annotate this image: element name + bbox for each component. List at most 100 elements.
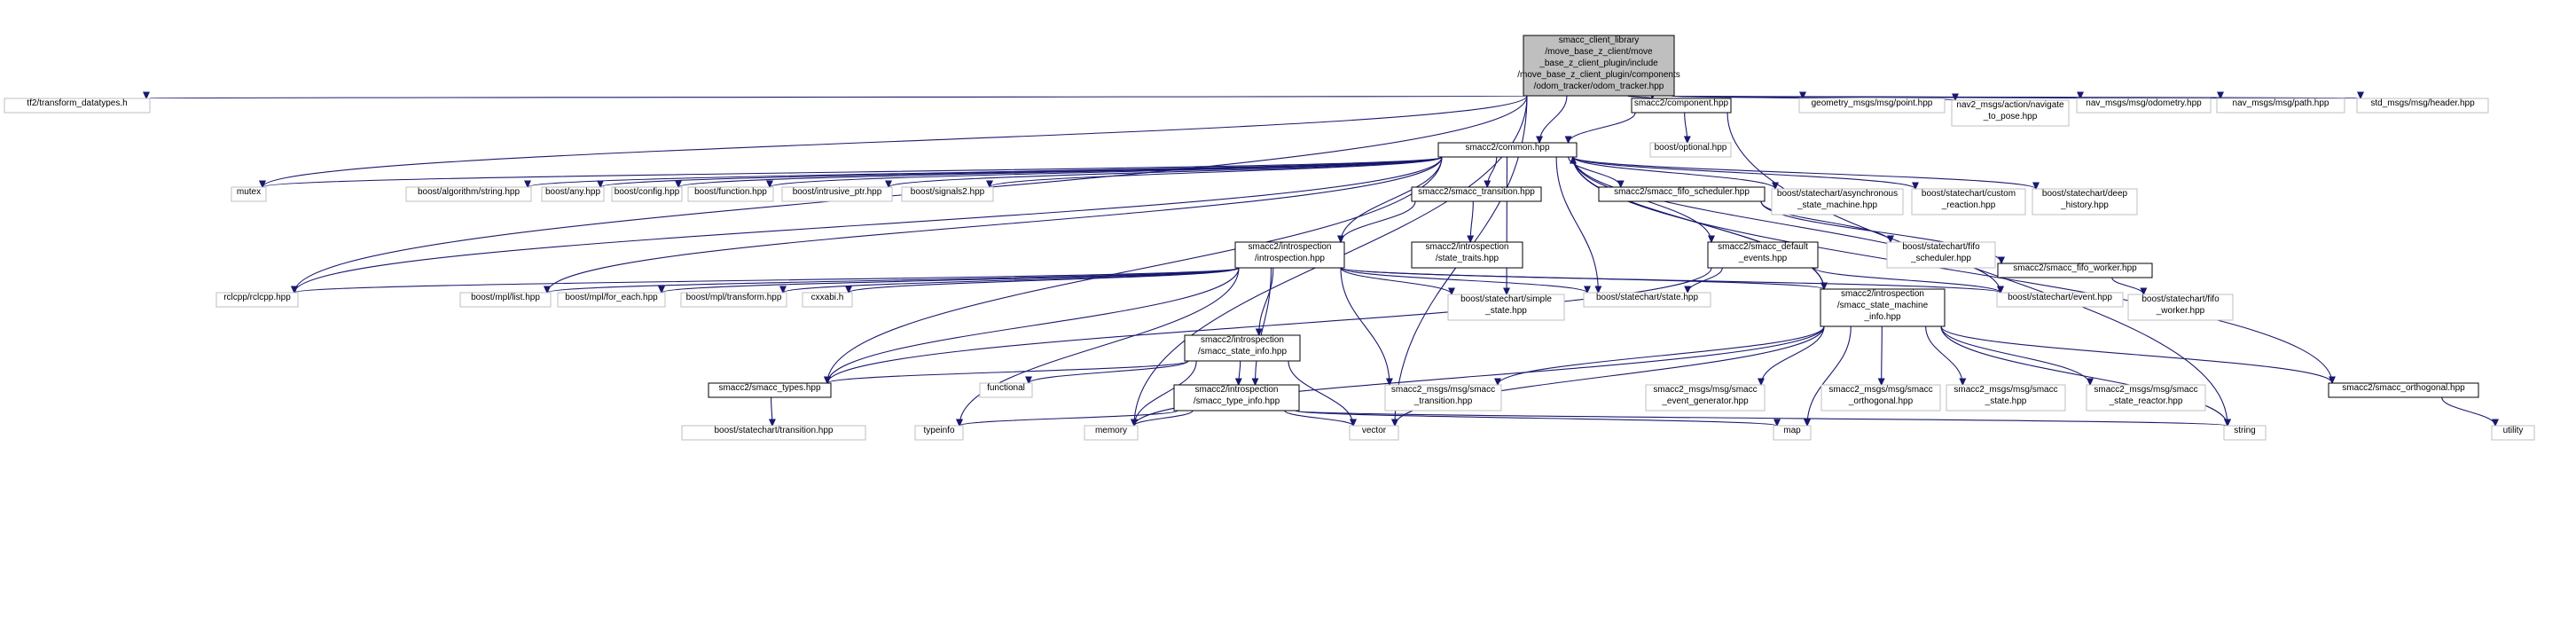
node-fifo-sched[interactable]: smacc2/smacc_fifo_scheduler.hpp bbox=[1598, 186, 1766, 202]
node-label-line: smacc2/smacc_default bbox=[1718, 242, 1808, 252]
edge-state_info-functional bbox=[1028, 360, 1189, 384]
node-layer: smacc_client_library/move_base_z_client/… bbox=[4, 35, 2535, 441]
node-mutex[interactable]: mutex bbox=[231, 186, 267, 202]
node-sc-event[interactable]: boost/statechart/event.hpp bbox=[1996, 292, 2124, 308]
node-label-line: boost/optional.hpp bbox=[1655, 143, 1727, 153]
node-utility[interactable]: utility bbox=[2491, 425, 2535, 441]
edge-arrowhead bbox=[1251, 378, 1259, 387]
node-functional[interactable]: functional bbox=[979, 382, 1033, 398]
node-function[interactable]: boost/function.hpp bbox=[687, 186, 774, 202]
edge-arrowhead bbox=[1683, 136, 1691, 145]
node-for-each[interactable]: boost/mpl/for_each.hpp bbox=[557, 292, 666, 308]
node-box bbox=[2032, 188, 2138, 216]
node-box bbox=[231, 186, 267, 202]
node-label-line: boost/statechart/transition.hpp bbox=[715, 426, 834, 435]
node-deep-history[interactable]: boost/statechart/deep_history.hpp bbox=[2032, 188, 2138, 216]
node-async-sm[interactable]: boost/statechart/asynchronous_state_mach… bbox=[1771, 188, 1904, 216]
node-orthogonal[interactable]: smacc2/smacc_orthogonal.hpp bbox=[2328, 382, 2479, 398]
node-label-line: nav2_msgs/action/navigate bbox=[1956, 100, 2064, 110]
edge-arrowhead bbox=[1025, 376, 1032, 385]
node-memory[interactable]: memory bbox=[1084, 425, 1139, 441]
edge-arrowhead bbox=[1584, 286, 1591, 294]
edge-orthogonal-utility bbox=[2441, 396, 2496, 427]
node-introspection[interactable]: smacc2/introspection/introspection.hpp bbox=[1234, 241, 1345, 269]
node-any[interactable]: boost/any.hpp bbox=[541, 186, 605, 202]
node-fifo-scheduler-sc[interactable]: boost/statechart/fifo_scheduler.hpp bbox=[1886, 241, 1996, 269]
node-fifo-worker[interactable]: smacc2/smacc_fifo_worker.hpp bbox=[1997, 263, 2153, 278]
node-sc-transition[interactable]: boost/statechart/transition.hpp bbox=[681, 425, 866, 441]
node-vector[interactable]: vector bbox=[1349, 425, 1399, 441]
node-default-events[interactable]: smacc2/smacc_default _events.hpp bbox=[1707, 241, 1819, 269]
node-label-line: boost/signals2.hpp bbox=[911, 187, 985, 197]
edge-common-any bbox=[599, 156, 1443, 188]
node-rclcpp[interactable]: rclcpp/rclcpp.hpp bbox=[215, 292, 299, 308]
node-nav-path[interactable]: nav_msgs/msg/path.hpp bbox=[2216, 98, 2345, 114]
edge-sm_info-map bbox=[1806, 325, 1852, 427]
node-label-line: vector bbox=[1362, 426, 1387, 435]
edge-arrowhead bbox=[1877, 378, 1885, 387]
node-optional[interactable]: boost/optional.hpp bbox=[1649, 142, 1732, 158]
node-tf2[interactable]: tf2/transform_datatypes.h bbox=[4, 98, 151, 114]
node-box bbox=[557, 292, 666, 308]
edge-arrowhead bbox=[1484, 180, 1492, 189]
node-state-info[interactable]: smacc2/introspection/smacc_state_info.hp… bbox=[1184, 334, 1301, 362]
edge-arrowhead bbox=[1617, 180, 1625, 189]
edge-arrowhead bbox=[1912, 182, 1919, 191]
edge-introspection-msg_transition bbox=[1340, 267, 1390, 386]
node-common[interactable]: smacc2/common.hpp bbox=[1437, 142, 1578, 158]
node-msg-state[interactable]: smacc2_msgs/msg/smacc_state.hpp bbox=[1946, 384, 2066, 411]
node-type-info[interactable]: smacc2/introspection/smacc_type_info.hpp bbox=[1173, 384, 1300, 411]
node-state-traits[interactable]: smacc2/introspection/state_traits.hpp bbox=[1411, 241, 1523, 269]
node-label-line: smacc2/introspection bbox=[1841, 289, 1924, 299]
node-label-line: _state_reactor.hpp bbox=[2109, 396, 2183, 406]
node-cxxabi[interactable]: cxxabi.h bbox=[802, 292, 853, 308]
node-mpl-list[interactable]: boost/mpl/list.hpp bbox=[459, 292, 552, 308]
edge-arrowhead bbox=[2492, 419, 2499, 427]
edge-arrowhead bbox=[1131, 419, 1138, 427]
node-msg-transition[interactable]: smacc2_msgs/msg/smacc_transition.hpp bbox=[1384, 384, 1502, 411]
node-custom-reaction[interactable]: boost/statechart/custom_reaction.hpp bbox=[1911, 188, 2026, 216]
node-string[interactable]: string bbox=[2223, 425, 2267, 441]
node-msg-orthogonal[interactable]: smacc2_msgs/msg/smacc_orthogonal.hpp bbox=[1820, 384, 1941, 411]
node-typeinfo[interactable]: typeinfo bbox=[914, 425, 964, 441]
node-odom[interactable]: smacc_client_library/move_base_z_client/… bbox=[1517, 35, 1680, 97]
edge-arrowhead bbox=[1350, 419, 1357, 427]
node-msg-event-gen[interactable]: smacc2_msgs/msg/smacc_event_generator.hp… bbox=[1645, 384, 1766, 411]
edge-arrowhead bbox=[544, 286, 551, 294]
node-box bbox=[1997, 263, 2153, 278]
node-label-line: smacc2/smacc_orthogonal.hpp bbox=[2342, 383, 2465, 393]
node-nav-odom[interactable]: nav_msgs/msg/odometry.hpp bbox=[2076, 98, 2212, 114]
node-map[interactable]: map bbox=[1773, 425, 1812, 441]
edge-arrowhead bbox=[1448, 287, 1455, 296]
node-config[interactable]: boost/config.hpp bbox=[611, 186, 683, 202]
edge-common-custom_reaction bbox=[1572, 156, 1916, 190]
edge-arrowhead bbox=[1570, 155, 1577, 164]
edge-common-introspection bbox=[1340, 156, 1443, 243]
node-geo-point[interactable]: geometry_msgs/msg/point.hpp bbox=[1798, 98, 1946, 114]
node-types[interactable]: smacc2/smacc_types.hpp bbox=[708, 382, 832, 398]
node-mpl-transform[interactable]: boost/mpl/transform.hpp bbox=[680, 292, 787, 308]
node-transition[interactable]: smacc2/smacc_transition.hpp bbox=[1411, 186, 1542, 202]
node-box bbox=[611, 186, 683, 202]
edge-arrowhead bbox=[1494, 378, 1501, 387]
node-intrusive[interactable]: boost/intrusive_ptr.hpp bbox=[781, 186, 893, 202]
node-std-header[interactable]: std_msgs/msg/header.hpp bbox=[2356, 98, 2489, 114]
edge-arrowhead bbox=[2357, 91, 2364, 100]
node-label-line: smacc2/smacc_transition.hpp bbox=[1418, 187, 1535, 197]
node-fifo-worker-sc[interactable]: boost/statechart/fifo_worker.hpp bbox=[2127, 294, 2234, 321]
node-msg-state-reactor[interactable]: smacc2_msgs/msg/smacc_state_reactor.hpp bbox=[2086, 384, 2206, 411]
node-alg-string[interactable]: boost/algorithm/string.hpp bbox=[405, 186, 532, 202]
node-signals2[interactable]: boost/signals2.hpp bbox=[901, 186, 994, 202]
node-label-line: boost/statechart/deep bbox=[2042, 189, 2128, 199]
node-nav2-action[interactable]: nav2_msgs/action/navigate_to_pose.hpp bbox=[1951, 99, 2070, 127]
node-label-line: _events.hpp bbox=[1738, 254, 1788, 263]
edge-arrowhead bbox=[1772, 182, 1779, 191]
node-sm-info[interactable]: smacc2/introspection/smacc_state_machine… bbox=[1820, 288, 1946, 327]
node-label-line: boost/statechart/fifo bbox=[1902, 242, 1980, 252]
node-box bbox=[681, 425, 866, 441]
node-label-line: mutex bbox=[237, 187, 261, 197]
node-component[interactable]: smacc2/component.hpp bbox=[1631, 98, 1732, 114]
node-simple-state[interactable]: boost/statechart/simple_state.hpp bbox=[1447, 294, 1565, 321]
node-label-line: /odom_tracker/odom_tracker.hpp bbox=[1534, 82, 1664, 91]
node-sc-state[interactable]: boost/statechart/state.hpp bbox=[1583, 292, 1711, 308]
